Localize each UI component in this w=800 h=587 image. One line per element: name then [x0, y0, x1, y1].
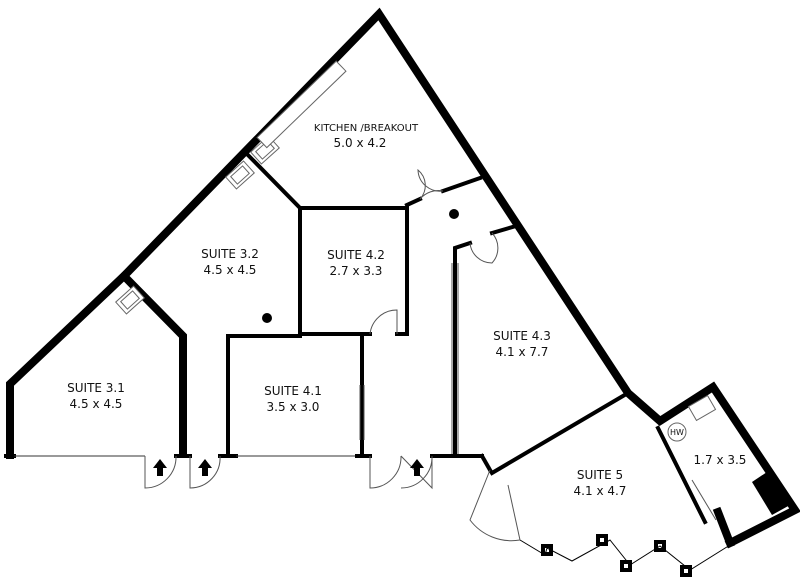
fixtures: HW: [115, 60, 790, 515]
outer-walls: [6, 7, 800, 549]
room-suite-4-1-name: SUITE 4.1: [264, 384, 322, 398]
room-suite-5-name: SUITE 5: [577, 468, 623, 482]
room-suite-4-1-dims: 3.5 x 3.0: [267, 400, 320, 414]
bay-window: [519, 534, 731, 577]
room-suite-4-3-dims: 4.1 x 7.7: [496, 345, 549, 359]
cabinet-block: [752, 470, 790, 515]
room-suite-4-2-dims: 2.7 x 3.3: [330, 264, 383, 278]
hot-water-label: HW: [670, 428, 684, 437]
sink-icon: [687, 394, 717, 422]
sink-icon: [225, 160, 255, 190]
room-kitchen-dims: 5.0 x 4.2: [334, 136, 387, 150]
room-suite-3-1-dims: 4.5 x 4.5: [70, 397, 123, 411]
column-dot: [449, 209, 459, 219]
sink-icon: [115, 285, 145, 315]
entry-arrows: [153, 459, 424, 476]
entry-arrow-suite-3-2: [198, 459, 212, 476]
doors: [144, 168, 717, 542]
room-suite-4-3-name: SUITE 4.3: [493, 329, 551, 343]
room-suite-5-dims: 4.1 x 4.7: [574, 484, 627, 498]
interior-walls: [226, 149, 708, 525]
entry-arrow-main: [410, 459, 424, 476]
hot-water-icon: [667, 422, 687, 442]
room-suite-3-2-name: SUITE 3.2: [201, 247, 259, 261]
entry-arrow-suite-3-1: [153, 459, 167, 476]
room-labels: KITCHEN /BREAKOUT 5.0 x 4.2 SUITE 3.2 4.…: [67, 123, 746, 498]
room-kitchen-name: KITCHEN /BREAKOUT: [314, 123, 419, 134]
room-suite-3-2-dims: 4.5 x 4.5: [204, 263, 257, 277]
room-store-dims: 1.7 x 3.5: [694, 453, 747, 467]
room-suite-4-2-name: SUITE 4.2: [327, 248, 385, 262]
bottom-walls: [4, 453, 493, 473]
column-dot: [262, 313, 272, 323]
room-suite-3-1-name: SUITE 3.1: [67, 381, 125, 395]
kitchen-bench: [256, 60, 347, 149]
